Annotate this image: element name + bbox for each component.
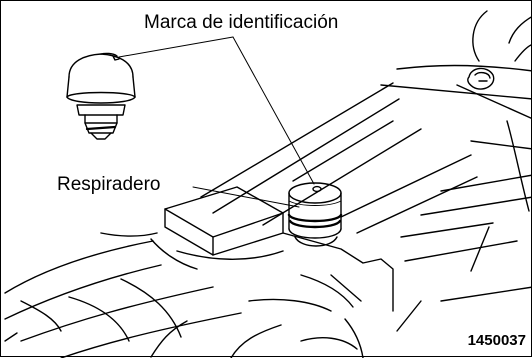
breather-label: Respiradero [55,174,163,195]
housing-right [380,10,532,332]
breather-cap-detail [66,52,136,140]
transmission-case [4,186,394,358]
case-ribs [200,82,478,234]
figure-code: 1450037 [466,332,527,349]
breather-cap [287,182,343,247]
identification-mark-label: Marca de identificación [142,12,341,33]
leader-lines [118,36,315,208]
